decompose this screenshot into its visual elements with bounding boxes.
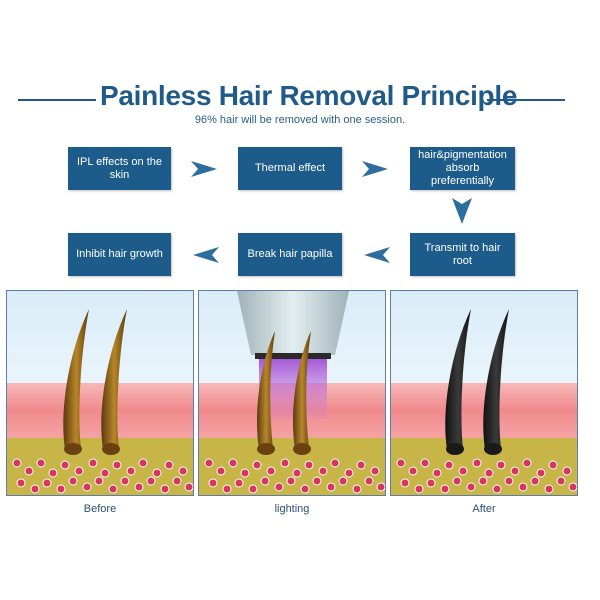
arrow-left-icon <box>364 247 390 263</box>
panel-before <box>6 290 194 496</box>
skin-illustration-lighting <box>199 291 385 495</box>
hair-strand <box>256 331 275 449</box>
step-thermal-effect: Thermal effect <box>238 147 342 190</box>
step-transmit-root: Transmit to hair root <box>410 233 515 276</box>
arrow-down-icon <box>452 198 472 224</box>
hair-strand <box>445 309 471 449</box>
hair-strand <box>483 309 509 449</box>
page-title: Painless Hair Removal Principle <box>100 80 518 111</box>
arrow-right-icon <box>191 161 217 177</box>
title-divider-right <box>487 99 565 101</box>
cell-dots <box>204 458 385 494</box>
ipl-handpiece <box>237 291 349 355</box>
title-divider-left <box>18 99 96 101</box>
skin-illustration-after <box>391 291 577 495</box>
hair-strand <box>63 309 89 449</box>
panel-after <box>390 290 578 496</box>
cell-dots <box>12 458 193 494</box>
page-subtitle: 96% hair will be removed with one sessio… <box>194 114 406 126</box>
arrow-right-icon <box>362 161 388 177</box>
step-ipl-effects: IPL effects on the skin <box>68 147 171 190</box>
panel-lighting <box>198 290 386 496</box>
hair-strand <box>292 331 311 449</box>
caption-lighting: lighting <box>274 503 310 515</box>
caption-after: After <box>472 503 496 515</box>
skin-illustration-before <box>7 291 193 495</box>
title-row: Painless Hair Removal Principle <box>0 80 600 116</box>
caption-before: Before <box>83 503 117 515</box>
step-break-papilla: Break hair papilla <box>238 233 342 276</box>
hair-strand <box>101 309 127 449</box>
cell-dots <box>396 458 577 494</box>
step-inhibit-growth: Inhibit hair growth <box>68 233 171 276</box>
step-absorb: hair&pigmentation absorb preferentially <box>410 147 515 190</box>
arrow-left-icon <box>193 247 219 263</box>
